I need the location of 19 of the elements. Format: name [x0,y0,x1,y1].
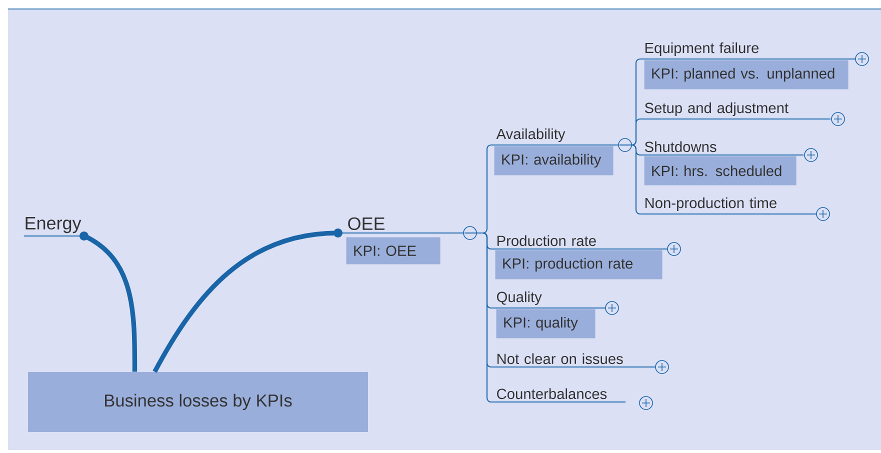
topic-label: Quality [496,291,542,306]
topic-label: Equipment failure [646,42,759,56]
kpi-box: KPI: production rate [495,250,662,280]
kpi-box: KPI: hrs. scheduled [644,156,796,186]
topic-label: OEE [348,217,384,230]
topic-label: Setup and adjustment [644,102,788,116]
kpi-box: KPI: OEE [346,237,440,264]
kpi-box: KPI: planned vs. unplanned [644,60,848,90]
topic-label: Production rate [498,235,596,246]
topic-label: Shutdowns [644,141,716,152]
kpi-box: KPI: availability [494,146,614,176]
root-box: Business losses by KPIs [28,372,368,432]
branch-line [620,144,640,215]
topic-label: Counterbalances [497,388,607,400]
topic-label: Energy [26,216,82,234]
topic-label: Not clear on issues [498,353,623,364]
kpi-box: KPI: quality [496,309,596,338]
topic-label: Availability [496,128,566,142]
topic-label: Non-production time [646,197,776,212]
